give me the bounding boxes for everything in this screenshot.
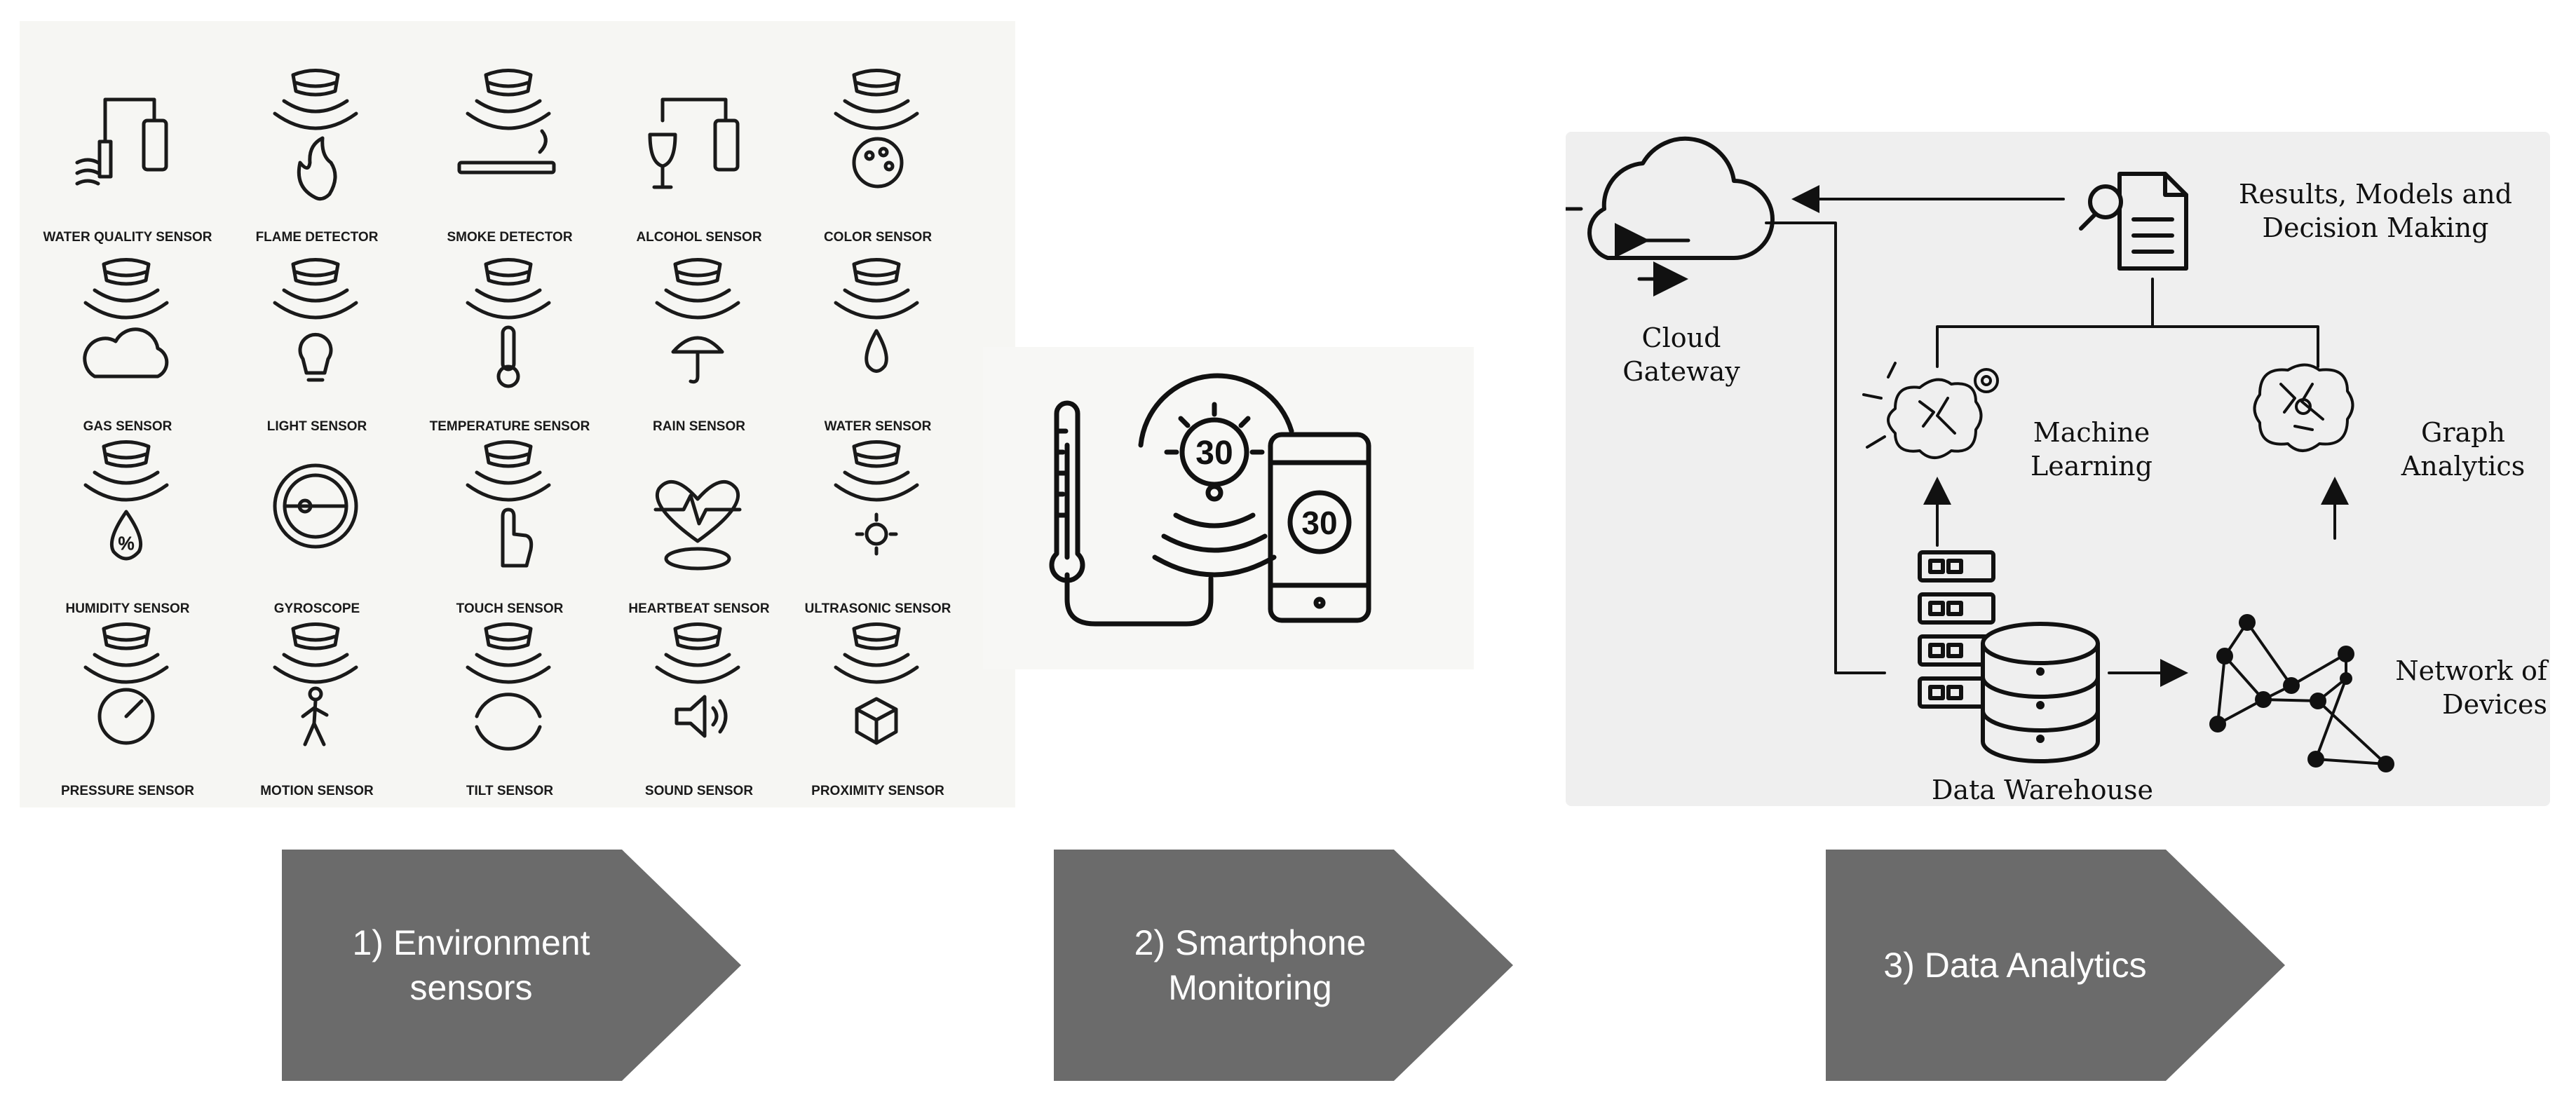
results-branch-line xyxy=(1936,325,2319,368)
smartphone-monitoring-panel: 30 30 xyxy=(983,347,1474,669)
network-of-devices-icon xyxy=(2216,621,2387,765)
sensor-item: GAS SENSOR xyxy=(34,238,222,434)
step-arrow-3-shape xyxy=(1826,850,2285,1081)
sensor-item: COLOR SENSOR xyxy=(784,49,972,245)
sensor-item: ULTRASONIC SENSOR xyxy=(784,421,972,616)
sensor-item: ALCOHOL SENSOR xyxy=(605,49,793,245)
co2-cloud-icon xyxy=(83,258,169,379)
sensor-item: WATER QUALITY SENSOR xyxy=(34,49,222,245)
step-arrow-1: 1) Environment sensors xyxy=(282,850,745,1081)
data-warehouse-icon xyxy=(1918,550,2100,763)
gauge-icon xyxy=(83,622,169,745)
sensor-label: FLAME DETECTOR xyxy=(255,230,379,245)
sensor-label: LIGHT SENSOR xyxy=(266,419,367,434)
cloud-icon xyxy=(1566,136,1775,297)
palette-icon xyxy=(834,69,919,189)
sensor-item: WATER SENSOR xyxy=(784,238,972,434)
ultrasonic-icon xyxy=(834,440,919,556)
sensor-item: PRESSURE SENSOR xyxy=(34,603,222,798)
walking-person-icon xyxy=(273,622,358,747)
humidity-drop-icon: % xyxy=(83,440,169,561)
step-arrow-2: 2) Smartphone Monitoring xyxy=(1054,850,1517,1081)
sensor-label: PRESSURE SENSOR xyxy=(60,784,195,798)
flame-icon xyxy=(273,69,358,201)
step-1-label: 1) Environment sensors xyxy=(352,923,590,1007)
step-arrow-1-shape xyxy=(282,850,741,1081)
network-nodes xyxy=(2209,614,2394,772)
analytics-diagram xyxy=(1566,136,2394,772)
thermometer-icon xyxy=(1049,400,1214,627)
cloud-gateway-label: Cloud Gateway xyxy=(1622,322,1740,387)
results-document-icon xyxy=(2079,172,2188,271)
sensor-item: SOUND SENSOR xyxy=(605,603,793,798)
step-arrow-3: 3) Data Analytics xyxy=(1826,850,2289,1081)
touch-hand-icon xyxy=(466,440,551,568)
step-arrow-2-shape xyxy=(1054,850,1513,1081)
sensor-label: MOTION SENSOR xyxy=(260,784,374,798)
sensor-grid-panel: WATER QUALITY SENSOR FLAME DETECTOR SMOKE … xyxy=(20,21,1015,807)
sensor-item: PROXIMITY SENSOR xyxy=(784,603,972,798)
sensor-dial-icon xyxy=(1138,373,1294,578)
sensor-label: HUMIDITY SENSOR xyxy=(65,601,190,616)
tilt-arrows-icon xyxy=(466,622,551,751)
sensor-label: GAS SENSOR xyxy=(83,419,172,434)
phone-value: 30 xyxy=(1301,505,1337,541)
water-quality-icon xyxy=(75,97,168,186)
svg-text:%: % xyxy=(118,533,134,554)
gyroscope-icon xyxy=(273,463,358,549)
heartbeat-icon xyxy=(653,480,742,571)
water-drop-icon xyxy=(834,258,919,373)
sensor-item: TOUCH SENSOR xyxy=(416,421,604,616)
sensor-label: TOUCH SENSOR xyxy=(456,601,564,616)
sensor-item: GYROSCOPE xyxy=(223,421,411,616)
sensor-label: ALCOHOL SENSOR xyxy=(636,230,762,245)
cloud-to-warehouse-line xyxy=(1765,222,1886,674)
machine-learning-label: Machine Learning xyxy=(2031,417,2153,482)
cube-icon xyxy=(834,622,919,745)
step-3-label: 3) Data Analytics xyxy=(1883,946,2147,985)
sensor-item: TILT SENSOR xyxy=(416,603,604,798)
sensor-item: SMOKE DETECTOR xyxy=(416,49,604,245)
sensor-label: WATER QUALITY SENSOR xyxy=(43,230,212,245)
thermometer-icon xyxy=(466,258,551,388)
alcohol-icon xyxy=(648,97,740,189)
sensor-label: PROXIMITY SENSOR xyxy=(811,784,944,798)
sensor-item: TEMPERATURE SENSOR xyxy=(416,238,604,434)
sensor-label: COLOR SENSOR xyxy=(823,230,933,245)
data-warehouse-label: Data Warehouse xyxy=(1931,775,2153,805)
sensor-label: HEARTBEAT SENSOR xyxy=(628,601,770,616)
sensor-label: SMOKE DETECTOR xyxy=(447,230,573,245)
sensor-item: % HUMIDITY SENSOR xyxy=(34,421,222,616)
machine-learning-brain-icon xyxy=(1862,362,1999,459)
graph-analytics-brain-icon xyxy=(2253,363,2354,452)
sensor-label: WATER SENSOR xyxy=(824,419,932,434)
sensor-item: RAIN SENSOR xyxy=(605,238,793,434)
dial-value: 30 xyxy=(1195,435,1233,472)
graph-analytics-label: Graph Analytics xyxy=(2401,417,2526,482)
sensor-label: TILT SENSOR xyxy=(466,784,554,798)
sensor-item: FLAME DETECTOR xyxy=(223,49,411,245)
smartphone-icon xyxy=(1268,432,1371,623)
results-label: Results, Models and Decision Making xyxy=(2239,179,2512,243)
speaker-icon xyxy=(655,622,740,738)
smoke-icon xyxy=(457,69,556,175)
smartphone-monitoring-illustration: 30 30 xyxy=(1049,373,1371,627)
data-analytics-panel: Cloud Gateway Results, Models and Decisi… xyxy=(1566,132,2550,806)
sensor-item: LIGHT SENSOR xyxy=(223,238,411,434)
sensor-item: HEARTBEAT SENSOR xyxy=(605,421,793,616)
step-2-label: 2) Smartphone Monitoring xyxy=(1134,923,1367,1007)
sensor-label: GYROSCOPE xyxy=(273,601,360,616)
umbrella-icon xyxy=(655,258,740,384)
network-of-devices-label: Network of Devices xyxy=(2395,655,2547,720)
sensor-label: TEMPERATURE SENSOR xyxy=(429,419,590,434)
light-bulb-icon xyxy=(273,258,358,382)
sensor-label: ULTRASONIC SENSOR xyxy=(804,601,951,616)
sensor-item: MOTION SENSOR xyxy=(223,603,411,798)
sensor-label: SOUND SENSOR xyxy=(644,784,754,798)
sensor-label: RAIN SENSOR xyxy=(653,419,745,434)
